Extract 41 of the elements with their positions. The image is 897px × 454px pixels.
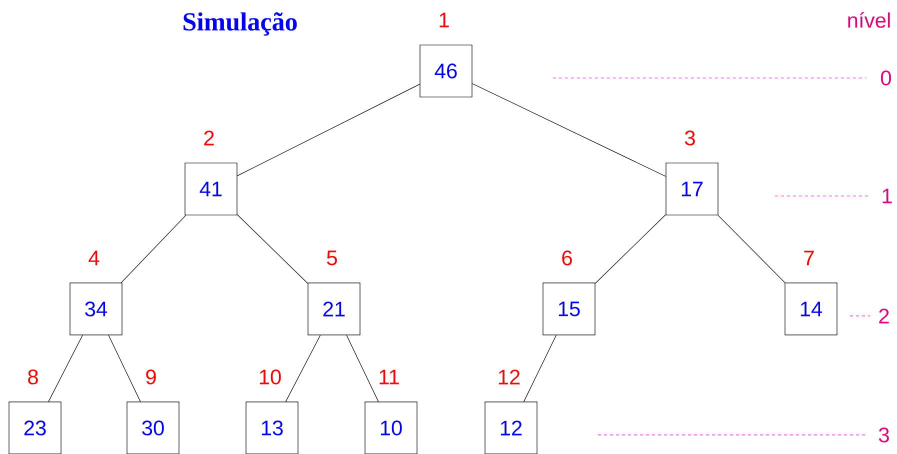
tree-line xyxy=(472,83,666,177)
number-box: 10 xyxy=(364,402,418,454)
number-box: 17 xyxy=(666,162,718,216)
number-box: 13 xyxy=(246,402,298,454)
level-label: 3 xyxy=(878,428,889,442)
index-label: 11 xyxy=(380,370,399,384)
level-label: 0 xyxy=(880,70,891,86)
tree-line xyxy=(524,334,556,402)
index-label: 10 xyxy=(260,370,281,384)
tree-line xyxy=(346,334,379,402)
level-label: 1 xyxy=(882,188,892,204)
index-label: 1 xyxy=(440,12,449,28)
number-box: 21 xyxy=(308,282,360,336)
tree-line xyxy=(48,334,83,402)
index-label: 3 xyxy=(684,130,695,146)
tree-line xyxy=(595,214,666,284)
tree-line xyxy=(237,84,420,176)
index-label: 2 xyxy=(204,130,214,146)
number-box: 15 xyxy=(542,282,596,336)
tree-line xyxy=(285,334,321,402)
index-label: 7 xyxy=(804,250,814,266)
index-label: 4 xyxy=(88,250,100,266)
number-box: 41 xyxy=(184,162,238,216)
index-label: 6 xyxy=(562,250,572,266)
tree-line xyxy=(718,214,786,283)
number-box: 23 xyxy=(8,402,62,454)
number-box: 14 xyxy=(784,282,838,336)
number-box: 34 xyxy=(70,282,122,336)
index-label: 8 xyxy=(28,370,38,384)
number-box: 30 xyxy=(126,402,180,454)
number-box: 46 xyxy=(420,44,472,98)
index-label: 5 xyxy=(327,250,337,266)
tree-line xyxy=(237,214,308,284)
number-box: 12 xyxy=(484,402,538,454)
index-label: 12 xyxy=(498,370,520,384)
level-label: nível xyxy=(848,12,890,28)
title: Simulação xyxy=(184,12,297,36)
level-label: 2 xyxy=(879,308,889,324)
index-label: 9 xyxy=(146,370,156,384)
tree-line xyxy=(108,334,141,402)
tree-line xyxy=(120,214,186,283)
